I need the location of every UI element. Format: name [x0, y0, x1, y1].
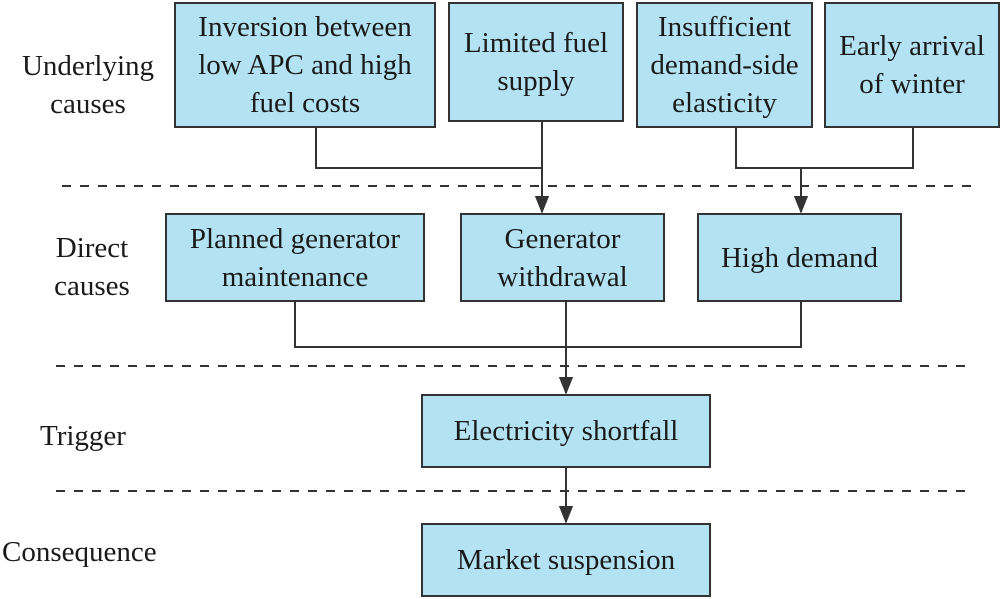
row-label-underlying-causes: Underlying causes [21, 50, 155, 120]
row-label-consequence: Consequence [2, 536, 157, 568]
node-inversion-apc-fuel-costs: Inversion between low APC and high fuel … [174, 2, 436, 128]
connector [294, 301, 802, 348]
row-label-direct-causes: Direct causes [54, 232, 130, 302]
connector [735, 127, 914, 169]
node-planned-maintenance: Planned generator maintenance [165, 213, 425, 302]
node-limited-fuel-supply: Limited fuel supply [448, 2, 624, 122]
row-label-trigger: Trigger [40, 420, 126, 452]
node-market-suspension: Market suspension [421, 523, 711, 597]
node-insufficient-elasticity: Insufficient demand-side elasticity [636, 2, 813, 128]
node-high-demand: High demand [697, 213, 902, 302]
node-electricity-shortfall: Electricity shortfall [421, 394, 711, 468]
connector [315, 127, 542, 169]
node-early-winter: Early arrival of winter [824, 2, 1000, 128]
node-generator-withdrawal: Generator withdrawal [460, 213, 665, 302]
